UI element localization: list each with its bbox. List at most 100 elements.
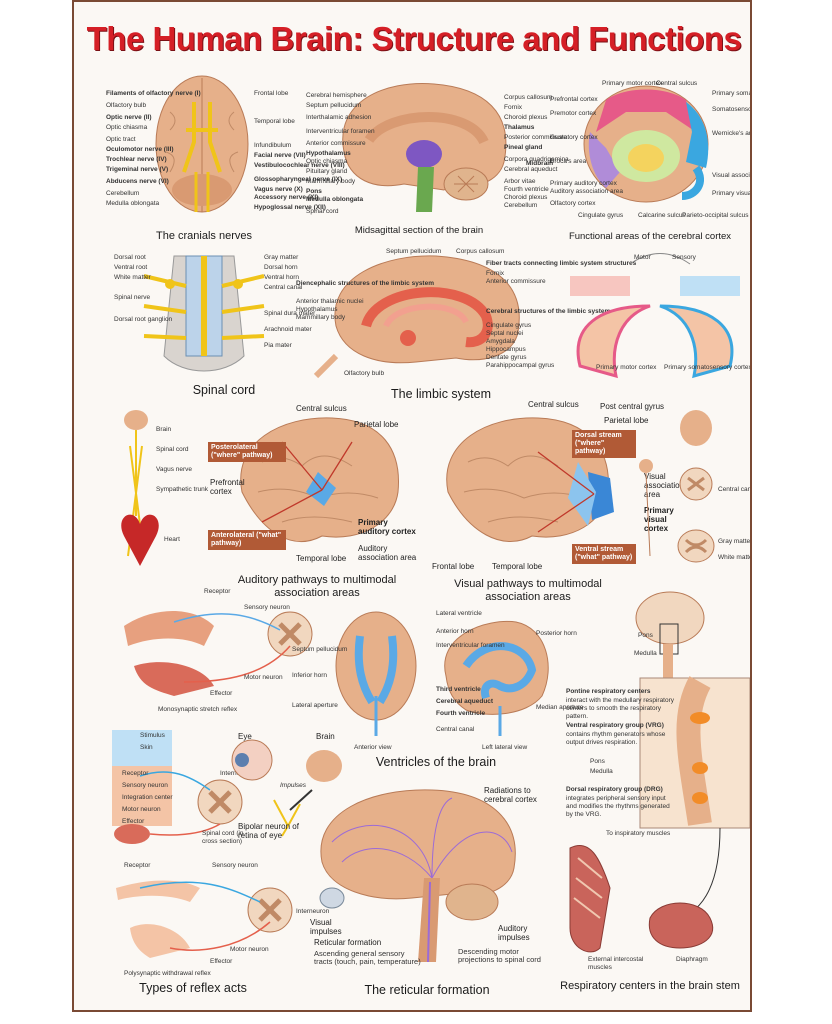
poly-label: Sensory neuron (212, 862, 258, 869)
midsagittal-label: Fornix (504, 104, 523, 111)
resp-block-title: Dorsal respiratory group (DRG) (566, 786, 663, 793)
midsagittal-label: Choroid plexus (504, 114, 548, 121)
midsagittal-label: Septum pellucidum (306, 102, 362, 109)
reticular-label-radiations: Radiations to cerebral cortex (484, 786, 537, 804)
resp-block-text: interact with the medullary respiratory … (566, 697, 675, 720)
panel-reticular: Radiations to cerebral cortex Visual imp… (302, 782, 548, 1004)
reflex-label-stimulus: Stimulus (140, 732, 165, 739)
limbic-label: Dentate gyrus (486, 354, 527, 361)
ventricle-label: Cerebral aqueduct (436, 698, 494, 705)
functional-label: Somatosensory association cortex (712, 106, 752, 113)
limbic-label: Parahippocampal gyrus (486, 362, 555, 369)
brain-label: Brain (316, 732, 335, 741)
visual-label-parietal: Parietal lobe (604, 416, 649, 425)
functional-label: Primary auditory cortex (550, 180, 617, 187)
ventricle-view: Left lateral view (482, 744, 528, 751)
reflex-label-skin: Skin (140, 744, 153, 751)
midsagittal-label: Fourth ventricle (504, 186, 549, 193)
spinal-label: Arachnoid mater (264, 326, 312, 333)
spinal-label: Dorsal horn (264, 264, 298, 271)
functional-label: Wernicke's area (712, 130, 752, 137)
panel-midsagittal: Cerebral hemisphere Septum pellucidum In… (294, 72, 569, 242)
midsagittal-label: Pineal gland (504, 144, 543, 151)
caption-functional-areas: Functional areas of the cerebral cortex (568, 231, 732, 242)
reticular-label-visual: Visual impulses (310, 918, 342, 936)
limbic-label: Fiber tracts connecting limbic system st… (486, 260, 637, 267)
functional-label: Gustatory cortex (550, 134, 598, 141)
midsagittal-label: Cerebellum (504, 202, 538, 209)
ventricle-label: Anterior horn (436, 628, 474, 635)
cranial-label: Olfactory bulb (106, 102, 147, 109)
ventricles-illustration (335, 611, 549, 736)
panel-spinal-sections: Central canal Gray matter White matter (630, 406, 750, 586)
limbic-label: Anterior commissure (486, 278, 546, 285)
ventricle-label: Central canal (436, 726, 475, 733)
midsagittal-label: Cerebral aqueduct (504, 166, 558, 173)
auditory-label-prefrontal: Prefrontal cortex (210, 478, 245, 496)
limbic-label: Septum pellucidum (386, 248, 442, 255)
functional-label: Primary somatosensory cortex (712, 90, 752, 97)
limbic-label: Amygdala (486, 338, 515, 345)
limbic-illustration (313, 255, 520, 379)
caption-cranial-nerves: The cranials nerves (156, 230, 252, 242)
autonomic-label: Heart (164, 536, 180, 543)
tag-posterolateral: Posterolateral ("where" pathway) (208, 442, 286, 462)
cranial-label: Trochlear nerve (IV) (106, 156, 167, 163)
section-label: White matter (718, 554, 752, 561)
functional-label: Prefrontal cortex (550, 96, 598, 103)
cranial-label: Frontal lobe (254, 90, 289, 97)
spinal-sections-illustration (639, 410, 715, 563)
functional-label: Central sulcus (656, 80, 698, 87)
functional-label: Parieto-occipital sulcus (682, 212, 749, 219)
reflex-step: Effector (122, 818, 145, 825)
midsagittal-label: Thalamus (504, 124, 535, 131)
visual-label-central-sulcus: Central sulcus (528, 400, 579, 409)
functional-label: Broca's area (550, 158, 587, 165)
resp-label-external: External intercostal muscles (588, 956, 644, 971)
homunculus-label: Motor (634, 254, 651, 261)
poly-label: Effector (210, 958, 233, 965)
reflex-label: Sensory neuron (244, 604, 290, 611)
cranial-label: Hypoglossal nerve (XII) (254, 204, 326, 211)
visual-label-primary-visual: Primary visual cortex (644, 506, 674, 533)
polysynaptic-illustration (116, 880, 293, 958)
autonomic-label: Vagus nerve (156, 466, 193, 473)
reflex-step: Receptor (122, 770, 149, 777)
caption-reflex: Types of reflex acts (139, 981, 247, 995)
caption-visual: Visual pathways to multimodal associatio… (454, 578, 602, 603)
cranial-label: Optic chiasma (106, 124, 148, 131)
limbic-label: Hypothalamus (296, 306, 338, 313)
ventricle-label: Inferior horn (292, 672, 328, 679)
poly-label: Motor neuron (230, 946, 269, 953)
monosynaptic-illustration (124, 611, 313, 696)
midsagittal-label: Interventricular foramen (306, 128, 375, 135)
ventricle-label: Lateral aperture (292, 702, 338, 709)
cranial-label: Facial nerve (VII) (254, 152, 306, 159)
resp-label-to-muscles: To inspiratory muscles (606, 830, 671, 837)
homunculus-illustration (570, 253, 740, 379)
resp-block-title: Pontine respiratory centers (566, 688, 651, 695)
ventricle-label: Posterior horn (536, 630, 577, 637)
reticular-label-ascending: Ascending general sensory tracts (touch,… (314, 949, 421, 966)
ventricle-label: Fourth ventricle (436, 710, 486, 717)
cranial-label: Temporal lobe (254, 118, 295, 125)
midsagittal-label: Midbrain (526, 160, 554, 167)
ventricle-label: Interventricular foramen (436, 642, 505, 649)
resp-label-medulla: Medulla (634, 650, 657, 657)
functional-label: Primary visual cortex (712, 190, 752, 197)
limbic-label: Cingulate gyrus (486, 322, 532, 329)
auditory-label-primary-auditory: Primary auditory cortex (358, 518, 416, 536)
visual-label-visual-assoc: Visual association area (644, 472, 685, 499)
homunculus-label: Primary motor cortex (596, 364, 657, 371)
spinal-label: White matter (114, 274, 151, 281)
panel-autonomic: Brain Spinal cord Vagus nerve Sympatheti… (114, 406, 208, 576)
midsagittal-label: Pons (306, 188, 322, 195)
panel-auditory-pathways: Posterolateral ("where" pathway) Anterol… (202, 402, 426, 604)
caption-ventricles: Ventricles of the brain (375, 755, 497, 769)
poly-label-title: Polysynaptic withdrawal reflex (124, 970, 211, 977)
limbic-label: Diencephalic structures of the limbic sy… (296, 280, 434, 287)
panel-visual-pathways: Central sulcus Post central gyrus Pariet… (428, 400, 684, 604)
reflex-label: Motor neuron (244, 674, 283, 681)
spinal-label: Spinal dura mater (264, 310, 316, 317)
auditory-label-association: Auditory association area (358, 544, 417, 562)
